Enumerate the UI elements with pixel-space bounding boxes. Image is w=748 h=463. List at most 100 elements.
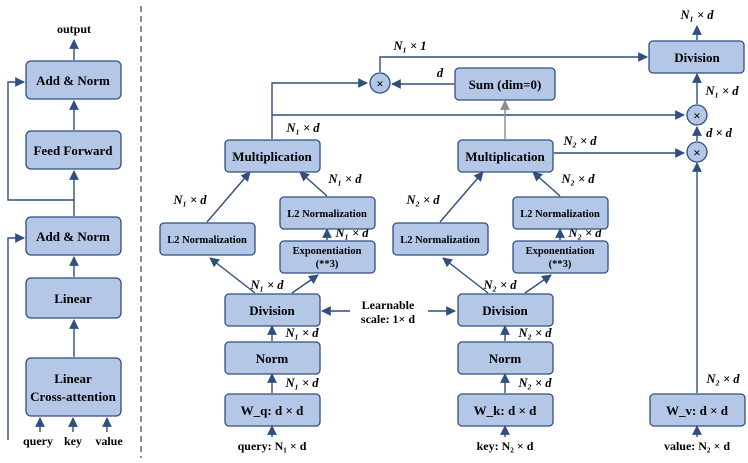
- left-transformer-block: output Add & Norm Feed Forward Add & Nor…: [7, 22, 123, 448]
- times-2-symbol: ×: [693, 108, 700, 123]
- wv-text: W_v: d × d: [666, 403, 729, 418]
- lca-line1: Linear: [54, 371, 92, 386]
- l2-right-k-box: [512, 196, 609, 230]
- division-top-text: Division: [674, 50, 720, 65]
- feed-forward-box: [25, 130, 122, 170]
- l2-right-k-text: L2 Normalization: [520, 209, 600, 220]
- dim-mult-out-q: N₁ × d: [285, 121, 320, 135]
- dim-wq-norm: N₁ × d: [284, 376, 319, 390]
- mult-q-box: [224, 139, 321, 173]
- learnable-scale: Learnable scale: 1× d: [321, 298, 456, 326]
- exp-k-box: [512, 240, 609, 274]
- linear-text: Linear: [54, 291, 92, 306]
- arrow-l2r-mult-k: [532, 171, 561, 197]
- query-branch: query: N₁ × d W_q: d × d N₁ × d Norm N₁ …: [159, 121, 376, 453]
- dim-l2r-mult-q: N₁ × d: [327, 172, 362, 186]
- mult-k-box: [457, 139, 554, 173]
- feed-forward-text: Feed Forward: [33, 143, 113, 158]
- times-3-symbol: ×: [693, 145, 700, 160]
- value-input-label: value: N₂ × d: [664, 439, 730, 453]
- times-circle-2: [686, 104, 708, 126]
- l2-left-k-text: L2 Normalization: [400, 235, 480, 246]
- exp-q-line2: (**3): [316, 259, 339, 270]
- l2-right-q-text: L2 Normalization: [287, 209, 367, 220]
- output-label: output: [57, 22, 91, 36]
- dim-times1-out: N₁ × 1: [392, 39, 426, 53]
- wk-text: W_k: d × d: [474, 403, 537, 418]
- wq-box: [224, 393, 321, 427]
- times-circle-3: [686, 141, 708, 163]
- norm-q-box: [224, 341, 321, 375]
- dim-wv-out: N₂ × d: [705, 372, 740, 386]
- arrow-l2l-mult-q: [206, 171, 251, 223]
- residual-top: [7, 77, 74, 201]
- top-combination: Sum (dim=0) d × N₁ × 1 Division N₁ × d ×…: [271, 8, 745, 163]
- input-key-label: key: [64, 434, 82, 448]
- arrow-div-exp-k: [524, 274, 552, 294]
- division-q-text: Division: [249, 303, 295, 318]
- dim-norm-div-k: N₂ × d: [517, 326, 552, 340]
- dim-div-exp-q: N₁ × d: [249, 278, 284, 292]
- dim-div-exp-k: N₂ × d: [482, 278, 517, 292]
- lca-line2: Cross-attention: [30, 389, 116, 404]
- linear-cross-attention-box: [25, 357, 122, 417]
- add-norm-bottom-box: [25, 216, 122, 256]
- mult-k-text: Multiplication: [465, 149, 545, 164]
- wq-text: W_q: d × d: [241, 403, 304, 418]
- dim-times2-out: N₁ × d: [704, 84, 739, 98]
- add-norm-bottom-text: Add & Norm: [36, 229, 110, 244]
- dim-l2l-mult-k: N₂ × d: [405, 193, 440, 207]
- dim-wk-norm: N₂ × d: [517, 376, 552, 390]
- linear-box: [25, 277, 122, 319]
- exp-k-line2: (**3): [549, 259, 572, 270]
- dim-norm-div-q: N₁ × d: [284, 326, 319, 340]
- residual-bottom: [7, 233, 25, 440]
- dim-division-out: N₁ × d: [679, 8, 714, 22]
- learnable-line1: Learnable: [362, 298, 415, 312]
- division-k-box: [457, 293, 554, 327]
- dim-sum-out: d: [437, 66, 444, 80]
- arrow-div-l2l-q: [209, 257, 256, 294]
- exp-q-line1: Exponentiation: [293, 246, 362, 257]
- dim-times3-out: d × d: [706, 126, 733, 140]
- arrow-l2r-mult-q: [299, 171, 328, 197]
- times-1-symbol: ×: [376, 76, 383, 91]
- mult-q-text: Multiplication: [232, 149, 312, 164]
- arrow-l2l-mult-k: [439, 171, 484, 223]
- arrow-div-exp-q: [291, 274, 319, 294]
- division-q-box: [224, 293, 321, 327]
- wv-box: [649, 393, 746, 427]
- wk-box: [457, 393, 554, 427]
- norm-k-text: Norm: [489, 351, 522, 366]
- input-value-label: value: [95, 434, 123, 448]
- l2-left-q-box: [159, 222, 256, 256]
- dim-mult-out-k: N₂ × d: [562, 134, 597, 148]
- dim-l2r-mult-k: N₂ × d: [560, 172, 595, 186]
- division-k-text: Division: [482, 303, 528, 318]
- arrow-times1-division: [379, 52, 648, 72]
- arrow-div-l2l-k: [442, 257, 489, 294]
- exp-q-box: [279, 240, 376, 274]
- input-query-label: query: [23, 434, 53, 448]
- learnable-line2: scale: 1× d: [361, 312, 415, 326]
- add-norm-top-box: [25, 60, 122, 100]
- value-branch: value: N₂ × d W_v: d × d N₂ × d: [649, 162, 746, 453]
- sum-box: [454, 67, 556, 101]
- key-input-label: key: N₂ × d: [477, 439, 534, 453]
- l2-left-q-text: L2 Normalization: [167, 235, 247, 246]
- exp-k-line1: Exponentiation: [526, 246, 595, 257]
- key-branch: key: N₂ × d W_k: d × d N₂ × d Norm N₂ × …: [392, 134, 609, 453]
- division-top-box: [648, 40, 745, 74]
- norm-q-text: Norm: [256, 351, 289, 366]
- l2-right-q-box: [279, 196, 376, 230]
- add-norm-top-text: Add & Norm: [36, 73, 110, 88]
- norm-k-box: [457, 341, 554, 375]
- times-circle-1: [369, 72, 391, 94]
- arrow-multq-times1: [271, 78, 368, 139]
- dim-l2l-mult-q: N₁ × d: [172, 193, 207, 207]
- l2-left-k-box: [392, 222, 489, 256]
- query-input-label: query: N₁ × d: [238, 439, 307, 453]
- sum-text: Sum (dim=0): [469, 77, 542, 92]
